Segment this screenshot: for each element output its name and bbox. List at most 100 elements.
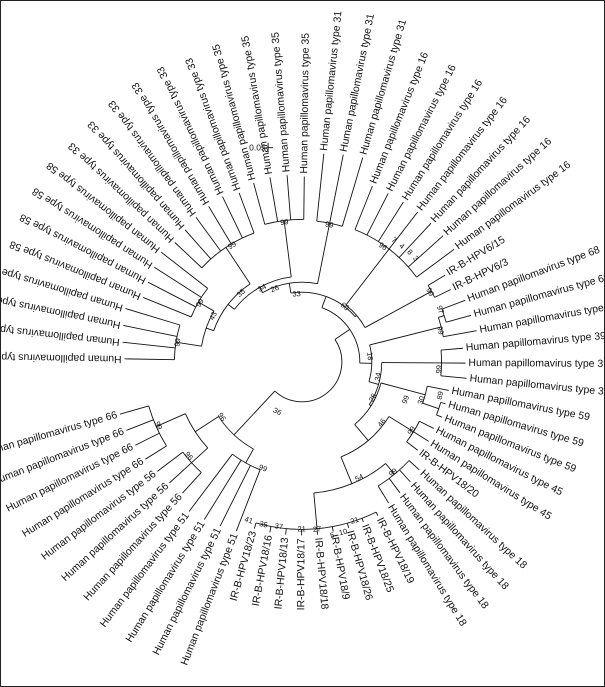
tree-branch — [227, 303, 235, 310]
tree-arc — [255, 511, 377, 530]
bootstrap-value: 99 — [280, 217, 289, 227]
tree-branch — [206, 327, 214, 332]
tree-branch — [413, 431, 429, 442]
tree-arc — [440, 350, 442, 376]
bootstrap-value: 30 — [415, 395, 426, 406]
tree-branch — [245, 448, 254, 464]
tree-branch — [126, 419, 154, 431]
bootstrap-value: 99 — [424, 286, 436, 298]
tree-branch — [208, 206, 232, 245]
tree-arc — [340, 416, 390, 458]
tree-branch — [194, 416, 219, 433]
tree-branch — [188, 453, 233, 512]
bootstrap-value: 35 — [235, 287, 247, 299]
bootstrap-value: 99 — [435, 325, 446, 335]
tree-branch — [399, 469, 411, 483]
tree-branch — [427, 274, 446, 286]
tree-branch — [441, 299, 466, 310]
tree-branch — [219, 465, 251, 527]
tree-arc — [274, 339, 343, 403]
bootstrap-value: 96 — [216, 411, 228, 423]
tree-branch — [406, 441, 418, 451]
bootstrap-value: 8 — [405, 247, 414, 256]
tree-branch — [253, 522, 257, 529]
tree-branch — [161, 251, 208, 289]
bootstrap-value: 21 — [297, 524, 305, 533]
taxon-labels: Human papillomavirus type 52 Human papill… — [0, 10, 605, 667]
bootstrap-value: 96 — [377, 240, 389, 252]
tree-branch — [388, 478, 401, 494]
bootstrap-value: 27 — [313, 524, 322, 534]
bootstrap-value: 41 — [243, 515, 254, 526]
tree-branch — [259, 287, 263, 293]
tree-branch — [419, 420, 434, 429]
tree-branch — [147, 281, 197, 308]
tree-branch — [122, 341, 176, 349]
bootstrap-value: 21 — [349, 515, 360, 526]
tree-branch — [331, 526, 334, 532]
taxon-label: IR-B-HPV18/17 — [296, 538, 307, 610]
bootstrap-value: 37 — [274, 521, 283, 531]
bootstrap-value: 99 — [153, 420, 165, 431]
tree-branch — [416, 248, 455, 278]
tree-branch — [366, 193, 389, 236]
bootstrap-value: 26 — [269, 283, 280, 294]
tree-branch — [225, 247, 251, 285]
tree-branch — [233, 390, 276, 436]
tree-branch — [380, 382, 411, 392]
bootstrap-value: 99 — [226, 239, 238, 251]
bootstrap-value: 99 — [324, 219, 334, 229]
bootstrap-value: 4 — [398, 241, 407, 251]
tree-branch — [440, 401, 446, 405]
taxon-label: Human papillomavirus type 35 — [270, 31, 292, 172]
tree-branch — [388, 416, 414, 433]
tree-branch — [438, 315, 445, 318]
tree-branch — [169, 462, 192, 484]
taxon-label: IR-B-HPV18/18 — [312, 537, 329, 610]
tree-branch — [443, 330, 477, 338]
tree-branch — [286, 175, 292, 220]
tree-branch — [123, 324, 178, 337]
tree-branch — [203, 459, 242, 520]
taxon-label: Human papillomavirus type 39 — [468, 358, 605, 370]
bootstrap-value: 99 — [387, 466, 399, 478]
tree-branch — [434, 289, 451, 298]
bootstrap-value: 26 — [367, 392, 379, 403]
tree-branch — [408, 460, 420, 471]
tree-arc — [190, 288, 209, 318]
tree-branch — [321, 296, 327, 308]
tree-branch — [385, 463, 395, 475]
tree-branch — [346, 523, 350, 529]
bootstrap-value: 43 — [207, 310, 219, 322]
bootstrap-value: 35 — [258, 519, 268, 530]
bootstrap-value: 3 — [411, 254, 420, 263]
bootstrap-value: 18 — [365, 352, 375, 361]
tree-branch — [354, 424, 369, 441]
tree-branch — [341, 157, 364, 227]
tree-branch — [440, 375, 467, 379]
tree-branch — [195, 216, 222, 252]
tree-branch — [398, 222, 432, 258]
bootstrap-value: 99 — [258, 462, 269, 473]
tree-branch — [154, 266, 202, 298]
tree-branch — [175, 341, 202, 347]
bootstrap-value: 7 — [390, 235, 399, 245]
tree-branch — [238, 192, 255, 234]
tree-branch — [157, 451, 184, 472]
tree-branch — [253, 182, 266, 225]
tree-branches — [119, 153, 477, 536]
bootstrap-value: 10 — [338, 527, 348, 538]
tree-branch — [124, 358, 175, 361]
tree-branch — [191, 447, 209, 464]
tree-branch — [235, 469, 261, 532]
bootstrap-value: 46 — [376, 417, 388, 429]
taxon-label: Human papillomavirus type 52 — [0, 351, 122, 364]
tree-branch — [145, 445, 167, 460]
tree-branch — [354, 185, 373, 230]
bootstrap-value: 89 — [435, 390, 446, 400]
bootstrap-value: 54 — [353, 472, 364, 484]
tree-branch — [427, 385, 449, 391]
tree-branch — [345, 248, 390, 306]
tree-branch — [377, 485, 389, 504]
